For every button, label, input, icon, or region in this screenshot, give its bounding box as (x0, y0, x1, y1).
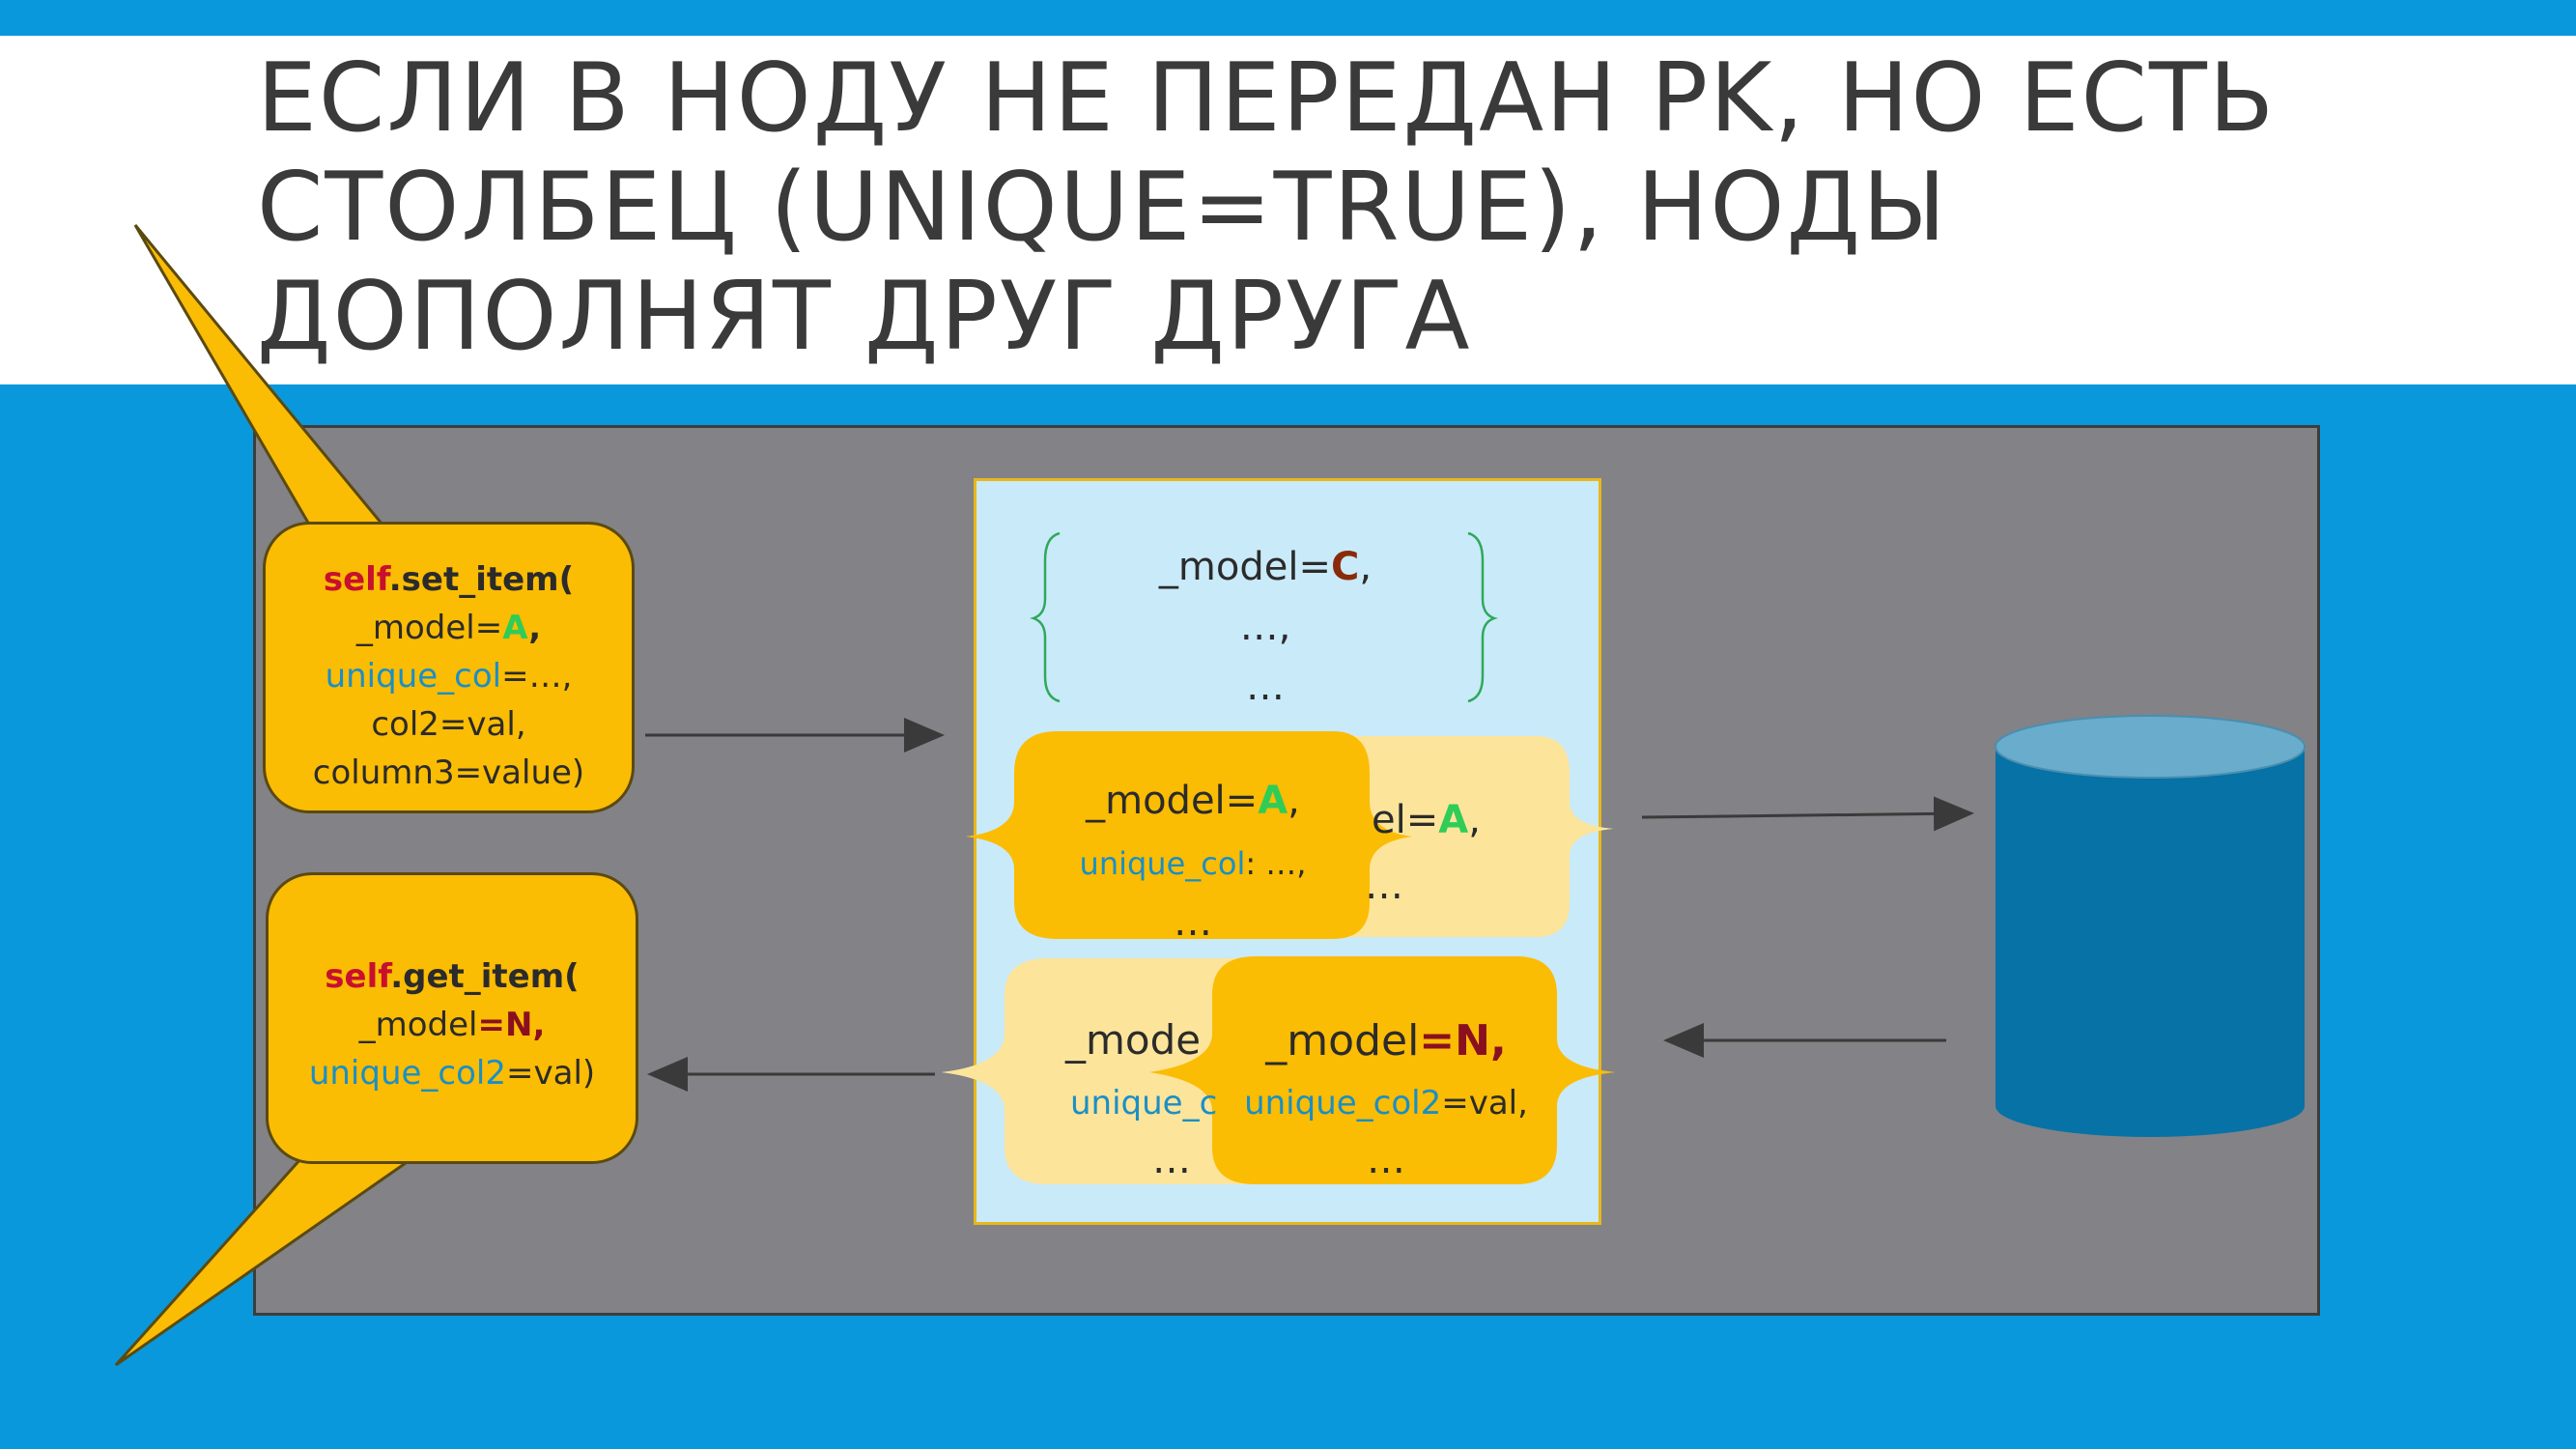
self-keyword: self (325, 957, 391, 996)
node-n-back-model: _mode (1065, 1016, 1202, 1064)
node-c-model-label: _model= (1158, 545, 1331, 589)
set-item-bubble: self.set_item( _model=A, unique_col=…, c… (263, 522, 635, 813)
unique-col2-key: unique_col2 (308, 1054, 506, 1093)
node-c-line3: … (1246, 665, 1285, 709)
node-n-back-dots: … (1152, 1138, 1191, 1182)
title-line-2: СТОЛБЕЦ (UNIQUE=TRUE), НОДЫ (257, 153, 1948, 263)
unique-col2-value: =val) (506, 1054, 596, 1093)
node-n-front-model: _model=N, (1227, 1016, 1545, 1065)
node-n-front-unique-value: =val, (1441, 1084, 1528, 1122)
node-a-front-unique: unique_col: …, (1024, 845, 1362, 882)
get-item-bubble: self.get_item( _model=N, unique_col2=val… (266, 872, 638, 1164)
set-item-method: .set_item( (388, 560, 575, 599)
node-a-back-partial: el= (1372, 798, 1439, 842)
node-a-front-model-label: _model= (1086, 779, 1259, 823)
unique-col-value: =…, (501, 657, 573, 696)
column3-arg: column3=value) (312, 753, 585, 792)
node-n-front-model-value: =N, (1419, 1016, 1507, 1065)
node-n-front-dots: … (1367, 1138, 1405, 1182)
model-label: _model (358, 1006, 478, 1044)
node-c-line2: …, (1239, 605, 1291, 649)
node-n-front-unique-key: unique_col2 (1244, 1084, 1442, 1122)
node-c: _model=C, …, … (1111, 537, 1420, 717)
node-a-back-value: A (1438, 798, 1469, 842)
node-a-front-dots: … (1174, 900, 1212, 945)
model-comma: , (528, 609, 542, 647)
arrow-store-to-db (1641, 796, 1974, 832)
node-n-front-model-label: _model (1265, 1016, 1420, 1065)
self-keyword: self (323, 560, 389, 599)
node-a-back-dots: … (1365, 864, 1403, 908)
model-value-n: =N, (477, 1006, 546, 1044)
node-a-front-unique-value: : …, (1245, 845, 1307, 882)
model-label: _model= (355, 609, 503, 647)
node-a-front-model: _model=A, (1024, 779, 1362, 823)
node-a-back-model: el=A, (1372, 798, 1481, 842)
col2-arg: col2=val, (371, 705, 526, 744)
node-a-front-model-value: A (1258, 779, 1288, 823)
node-c-model-value: C (1331, 545, 1360, 589)
model-value-a: A (502, 609, 529, 647)
node-n-back-unique: unique_c (1070, 1084, 1218, 1122)
title-band (0, 36, 2576, 384)
get-item-method: .get_item( (390, 957, 580, 996)
node-a-front-comma: , (1288, 779, 1300, 823)
node-c-comma: , (1359, 545, 1373, 589)
title-line-3: ДОПОЛНЯТ ДРУГ ДРУГА (257, 262, 1472, 372)
title-line-1: ЕСЛИ В НОДУ НЕ ПЕРЕДАН PK, НО ЕСТЬ (257, 43, 2277, 154)
unique-col-key: unique_col (325, 657, 502, 696)
database-icon (1995, 715, 2306, 1137)
node-n-front-unique: unique_col2=val, (1227, 1084, 1545, 1122)
node-a-front-unique-key: unique_col (1079, 845, 1246, 882)
node-a-back-comma: , (1468, 798, 1481, 842)
